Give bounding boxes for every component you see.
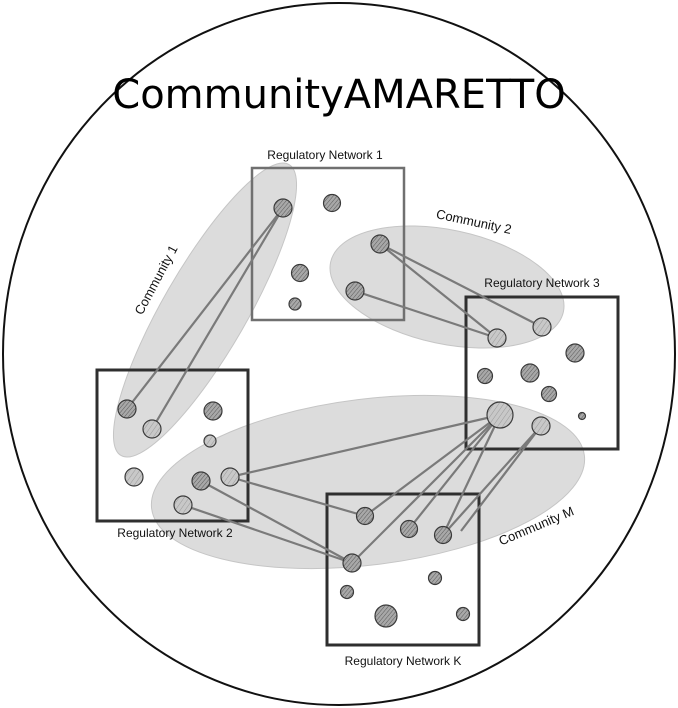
node [203, 434, 217, 448]
node [288, 297, 302, 311]
node [355, 506, 375, 526]
node [540, 385, 558, 403]
node [173, 495, 193, 515]
network-2-nodes [117, 399, 240, 515]
regulatory-network-k-label: Regulatory Network K [345, 654, 462, 668]
network-1-nodes [273, 193, 390, 311]
node [124, 467, 144, 487]
edge [229, 475, 366, 518]
node [532, 317, 552, 337]
edge [460, 425, 542, 532]
edge [442, 414, 501, 536]
node [577, 411, 587, 421]
node [142, 419, 162, 439]
edge [229, 413, 501, 479]
node [520, 363, 540, 383]
node [455, 606, 471, 622]
edge [126, 207, 284, 410]
regulatory-network-3-label: Regulatory Network 3 [484, 276, 600, 290]
node [486, 401, 514, 429]
network-k-nodes [339, 506, 471, 628]
node [339, 584, 355, 600]
node [322, 193, 342, 213]
node [374, 604, 398, 628]
node [427, 570, 443, 586]
edge [200, 480, 353, 564]
edge [182, 503, 353, 565]
regulatory-network-3-box [464, 295, 620, 451]
community-2-region [329, 225, 565, 349]
edge [408, 414, 501, 530]
node [290, 263, 310, 283]
edges [126, 207, 543, 565]
network-3-nodes [476, 317, 587, 436]
regulatory-network-2-label: Regulatory Network 2 [117, 526, 233, 540]
diagram-title: CommunityAMARETTO [112, 72, 565, 118]
node [117, 399, 137, 419]
node [565, 343, 585, 363]
node [399, 519, 419, 539]
node [370, 234, 390, 254]
node [220, 467, 240, 487]
node [531, 416, 551, 436]
regulatory-network-1-label: Regulatory Network 1 [267, 148, 383, 162]
node [273, 198, 293, 218]
node [487, 328, 507, 348]
node [191, 471, 211, 491]
regulatory-network-2-box [95, 368, 250, 523]
edge [379, 243, 498, 339]
edge [442, 425, 542, 536]
edge [364, 414, 501, 517]
node [433, 525, 453, 545]
edge [351, 414, 501, 564]
node [345, 281, 365, 301]
edge [354, 289, 498, 340]
edge [379, 243, 543, 328]
regulatory-network-k-box [325, 492, 481, 647]
node [203, 401, 223, 421]
node [476, 367, 494, 385]
node [342, 553, 362, 573]
edge [151, 207, 284, 430]
regulatory-network-1-box [250, 166, 406, 322]
